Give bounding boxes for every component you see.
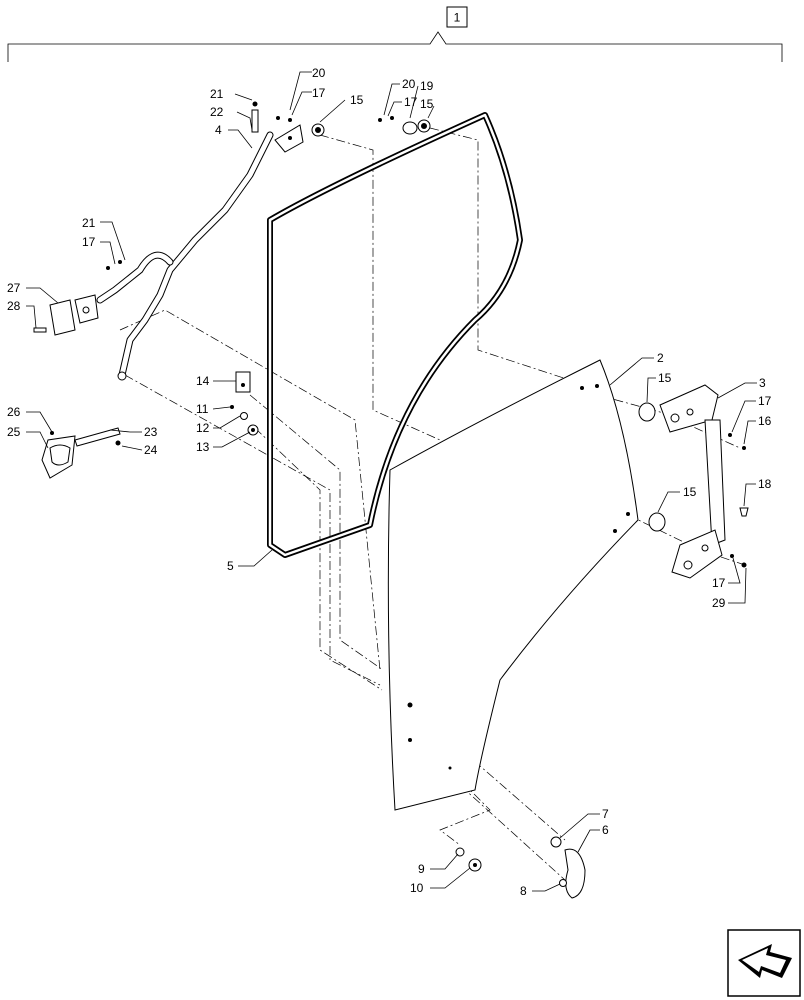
callout-17: 17 <box>404 95 418 109</box>
callout-4: 4 <box>215 123 222 137</box>
callout-15: 15 <box>350 93 364 107</box>
glass-hole <box>580 386 584 390</box>
glass-hole <box>407 702 413 708</box>
callout-23: 23 <box>144 425 158 439</box>
callout-11: 11 <box>196 402 209 416</box>
callout-20: 20 <box>312 66 326 80</box>
glass-hole <box>448 766 452 770</box>
callout-8: 8 <box>520 884 527 898</box>
callout-16: 16 <box>758 414 772 428</box>
callout-9: 9 <box>418 862 425 876</box>
callout-13: 13 <box>196 440 210 454</box>
callout-10: 10 <box>410 881 424 895</box>
callout-6: 6 <box>602 823 609 837</box>
callout-17: 17 <box>312 86 326 100</box>
callout-25: 25 <box>7 425 21 439</box>
frame-rod <box>96 101 304 381</box>
glass-hole <box>408 738 412 742</box>
callout-5: 5 <box>227 559 234 573</box>
callout-17: 17 <box>712 576 726 590</box>
callout-15: 15 <box>683 485 697 499</box>
top-washers <box>276 116 431 137</box>
callout-3: 3 <box>759 376 766 390</box>
callout-2: 2 <box>657 351 664 365</box>
glass-hole <box>613 529 617 533</box>
door-seal <box>267 112 523 558</box>
glass-hole <box>626 512 630 516</box>
callout-14: 14 <box>196 374 210 388</box>
callout-15: 15 <box>420 97 434 111</box>
callout-21: 21 <box>82 216 96 230</box>
assembly-number: 1 <box>454 11 461 25</box>
small-fasteners-left <box>230 371 259 436</box>
callout-18: 18 <box>758 477 772 491</box>
glass-hole <box>595 384 599 388</box>
callout-27: 27 <box>7 281 21 295</box>
callout-20: 20 <box>402 77 416 91</box>
callout-28: 28 <box>7 299 21 313</box>
callout-29: 29 <box>712 596 726 610</box>
hinge-assembly <box>638 384 749 579</box>
callout-7: 7 <box>602 807 609 821</box>
door-glass <box>387 359 639 811</box>
callout-12: 12 <box>196 421 210 435</box>
callout-22: 22 <box>210 105 224 119</box>
assembly-bracket: 1 <box>7 6 783 62</box>
callout-21: 21 <box>210 87 224 101</box>
callout-15: 15 <box>658 371 672 385</box>
callout-24: 24 <box>144 443 158 457</box>
arrow-icon[interactable] <box>727 929 801 997</box>
leader-lines <box>26 71 757 892</box>
callout-19: 19 <box>420 79 434 93</box>
callout-labels: 20 17 15 21 22 4 20 19 17 15 21 17 27 28… <box>7 66 772 898</box>
bracket-parts <box>41 427 121 479</box>
callout-17: 17 <box>82 235 96 249</box>
latch-assembly <box>33 260 122 336</box>
callout-17: 17 <box>758 394 772 408</box>
callout-26: 26 <box>7 405 21 419</box>
